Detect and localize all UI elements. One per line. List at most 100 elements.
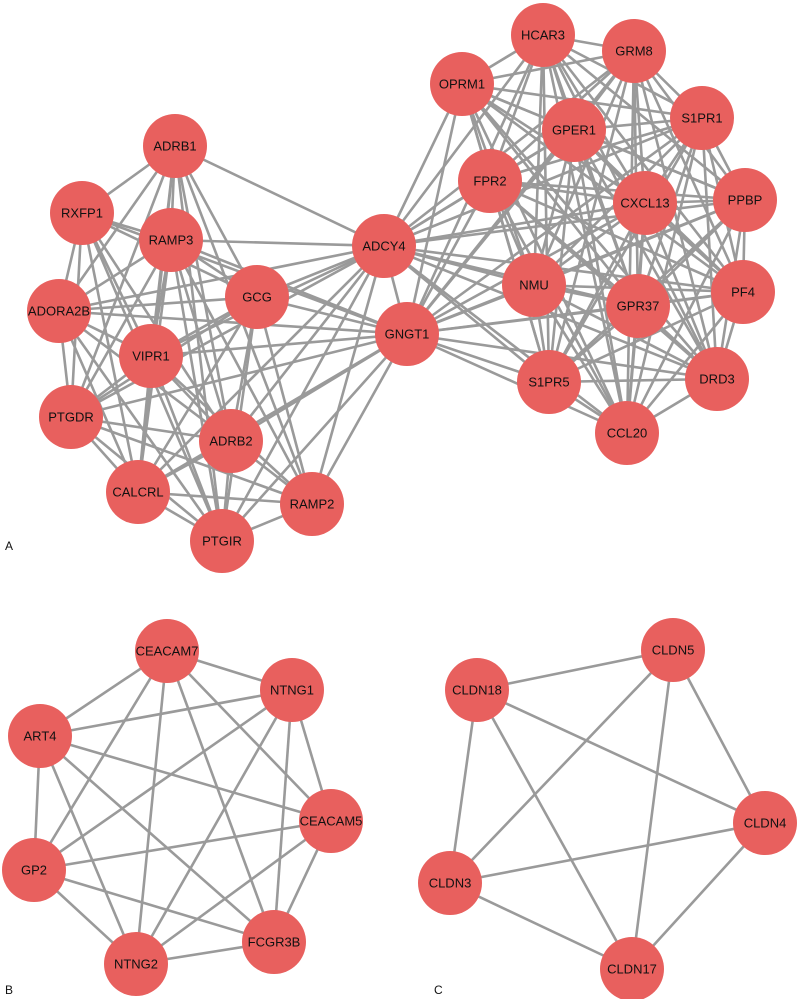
node-circle (542, 98, 606, 162)
node-label: NTNG1 (270, 683, 314, 698)
node-rxfp1[interactable]: RXFP1 (50, 181, 114, 245)
node-label: ART4 (24, 729, 57, 744)
node-cxcl13[interactable]: CXCL13 (613, 171, 677, 235)
node-circle (517, 350, 581, 414)
node-ntng2[interactable]: NTNG2 (104, 932, 168, 996)
node-gper1[interactable]: GPER1 (542, 98, 606, 162)
node-cldn4[interactable]: CLDN4 (733, 791, 797, 855)
node-label: PTGDR (48, 410, 94, 425)
node-ptgir[interactable]: PTGIR (190, 509, 254, 573)
node-label: CLDN4 (744, 816, 787, 831)
edge-cldn5-cldn4 (671, 648, 767, 825)
node-pf4[interactable]: PF4 (711, 260, 775, 324)
node-s1pr1[interactable]: S1PR1 (670, 86, 734, 150)
node-ceacam7[interactable]: CEACAM7 (135, 619, 199, 683)
node-adrb2[interactable]: ADRB2 (199, 409, 263, 473)
node-label: S1PR5 (528, 375, 569, 390)
edge-ntng1-ntng2 (134, 688, 294, 966)
node-gpr37[interactable]: GPR37 (606, 274, 670, 338)
node-fpr2[interactable]: FPR2 (458, 149, 522, 213)
edge-ceacam7-gp2 (32, 649, 169, 872)
edge-ceacam7-ceacam5 (165, 649, 333, 823)
node-calcrl[interactable]: CALCRL (106, 460, 170, 524)
edge-cldn5-cldn17 (630, 648, 675, 971)
node-circle (430, 52, 494, 116)
node-label: FPR2 (473, 174, 506, 189)
node-circle (606, 274, 670, 338)
node-circle (502, 253, 566, 317)
edge-cldn5-cldn3 (448, 648, 675, 885)
node-adora2b[interactable]: ADORA2B (27, 279, 91, 343)
panel-label-c: C (434, 983, 443, 997)
edge-gngt1-oprm1 (405, 82, 464, 336)
node-circle (280, 472, 344, 536)
edge-ceacam5-ntng2 (134, 819, 333, 966)
node-cldn5[interactable]: CLDN5 (641, 618, 705, 682)
edge-hcar3-s1pr5 (541, 33, 551, 384)
node-grm8[interactable]: GRM8 (602, 19, 666, 83)
edge-adcy4-grm8 (382, 49, 636, 248)
edge-cldn18-cldn4 (475, 688, 767, 825)
edge-cldn18-cldn17 (475, 688, 634, 971)
edge-adora2b-adcy4 (57, 244, 386, 313)
node-ccl20[interactable]: CCL20 (595, 401, 659, 465)
edge-adrb1-adrb2 (173, 144, 233, 443)
edge-ptgdr-gngt1 (69, 332, 409, 419)
edge-gcg-ramp2 (255, 295, 314, 506)
edge-adora2b-ptgir (57, 309, 224, 543)
edge-adora2b-gcg (57, 295, 259, 313)
edge-grm8-nmu (532, 49, 636, 287)
node-label: GPR37 (617, 299, 660, 314)
edge-ppbp-ccl20 (625, 198, 747, 435)
node-ppbp[interactable]: PPBP (713, 168, 777, 232)
node-circle (260, 658, 324, 722)
node-s1pr5[interactable]: S1PR5 (517, 350, 581, 414)
node-label: CLDN17 (607, 962, 657, 977)
node-gngt1[interactable]: GNGT1 (375, 302, 439, 366)
edge-rxfp1-calcrl (80, 211, 140, 494)
node-drd3[interactable]: DRD3 (685, 347, 749, 411)
node-ntng1[interactable]: NTNG1 (260, 658, 324, 722)
node-circle (713, 168, 777, 232)
node-circle (418, 851, 482, 915)
node-ramp3[interactable]: RAMP3 (139, 208, 203, 272)
node-circle (39, 385, 103, 449)
node-circle (8, 704, 72, 768)
node-hcar3[interactable]: HCAR3 (511, 3, 575, 67)
node-oprm1[interactable]: OPRM1 (430, 52, 494, 116)
node-ceacam5[interactable]: CEACAM5 (299, 789, 363, 853)
node-label: OPRM1 (439, 77, 485, 92)
node-art4[interactable]: ART4 (8, 704, 72, 768)
node-adcy4[interactable]: ADCY4 (352, 214, 416, 278)
node-circle (602, 19, 666, 83)
edge-gngt1-ccl20 (405, 332, 629, 435)
node-circle (242, 910, 306, 974)
edge-adora2b-gngt1 (57, 309, 409, 336)
node-cldn18[interactable]: CLDN18 (445, 658, 509, 722)
node-label: CLDN18 (452, 683, 502, 698)
node-circle (685, 347, 749, 411)
edge-ptgdr-adcy4 (69, 244, 386, 419)
edge-gper1-drd3 (572, 128, 719, 381)
node-gp2[interactable]: GP2 (2, 838, 66, 902)
node-cldn3[interactable]: CLDN3 (418, 851, 482, 915)
node-label: CEACAM5 (300, 814, 363, 829)
node-gcg[interactable]: GCG (225, 265, 289, 329)
node-cldn17[interactable]: CLDN17 (600, 937, 664, 999)
node-nmu[interactable]: NMU (502, 253, 566, 317)
node-circle (106, 460, 170, 524)
node-ramp2[interactable]: RAMP2 (280, 472, 344, 536)
edge-ptgir-adcy4 (220, 244, 386, 543)
node-ptgdr[interactable]: PTGDR (39, 385, 103, 449)
node-label: VIPR1 (132, 349, 170, 364)
node-adrb1[interactable]: ADRB1 (143, 114, 207, 178)
edge-oprm1-pf4 (460, 82, 745, 294)
edge-cldn18-cldn3 (448, 688, 479, 885)
edge-gp2-fcgr3b (32, 868, 276, 944)
node-circle (352, 214, 416, 278)
node-label: ADORA2B (28, 304, 90, 319)
edge-adrb1-ptgdr (69, 144, 177, 419)
node-fcgr3b[interactable]: FCGR3B (242, 910, 306, 974)
node-vipr1[interactable]: VIPR1 (119, 324, 183, 388)
